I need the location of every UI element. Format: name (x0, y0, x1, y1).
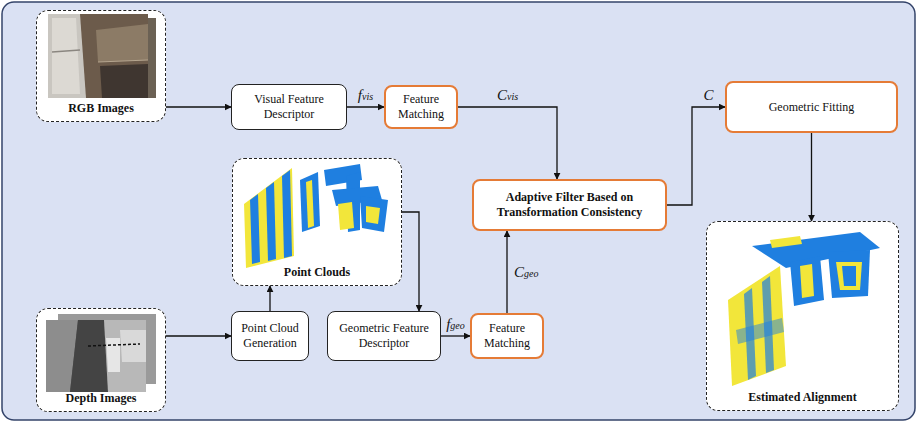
process-box: Geometric Feature Descriptor (327, 311, 441, 361)
node-label: Depth Images (66, 391, 137, 406)
node-label: RGB Images (68, 101, 134, 116)
node-label: Visual Feature Descriptor (238, 92, 340, 122)
edge-label: Cvis (497, 88, 518, 103)
node-label: Geometric Fitting (769, 100, 855, 115)
edge-label: fgeo (446, 317, 465, 332)
arrow-connector (347, 106, 384, 107)
arrow-connector (441, 335, 470, 336)
image-panel: RGB Images (36, 10, 166, 122)
highlight-box: Geometric Fitting (725, 81, 898, 133)
node-label: Geometric Feature Descriptor (334, 321, 434, 351)
image-panel: Depth Images (36, 308, 166, 412)
node-label: Feature Matching (478, 321, 536, 351)
highlight-box: Adaptive Filter Based on Transformation … (472, 179, 667, 231)
highlight-box: Feature Matching (470, 313, 544, 359)
arrow-connector (166, 106, 231, 107)
depth-image (46, 314, 156, 392)
node-label: Feature Matching (392, 92, 450, 122)
node-label: Point Clouds (284, 265, 350, 280)
arrow-connector (166, 335, 231, 336)
edge-label: C (703, 88, 713, 103)
point-cloud (244, 164, 388, 268)
aligned-point-cloud (728, 232, 880, 386)
arrow-connector (458, 107, 557, 179)
image-panel: Estimated Alignment (706, 221, 899, 411)
edge-label: Cgeo (514, 265, 538, 280)
node-label: Adaptive Filter Based on Transformation … (480, 190, 659, 220)
rgb-photo (48, 14, 156, 98)
highlight-box: Feature Matching (384, 85, 458, 129)
arrow-connector (667, 107, 725, 205)
node-label: Estimated Alignment (748, 390, 856, 405)
arrow-connector (402, 212, 419, 311)
image-panel: Point Clouds (232, 158, 402, 286)
node-label: Point Cloud Generation (238, 321, 302, 351)
arrow-connector (269, 286, 270, 311)
arrow-connector (811, 133, 812, 221)
process-box: Visual Feature Descriptor (231, 84, 347, 130)
process-box: Point Cloud Generation (231, 311, 309, 361)
arrow-connector (506, 231, 507, 313)
edge-label: fvis (358, 88, 373, 103)
